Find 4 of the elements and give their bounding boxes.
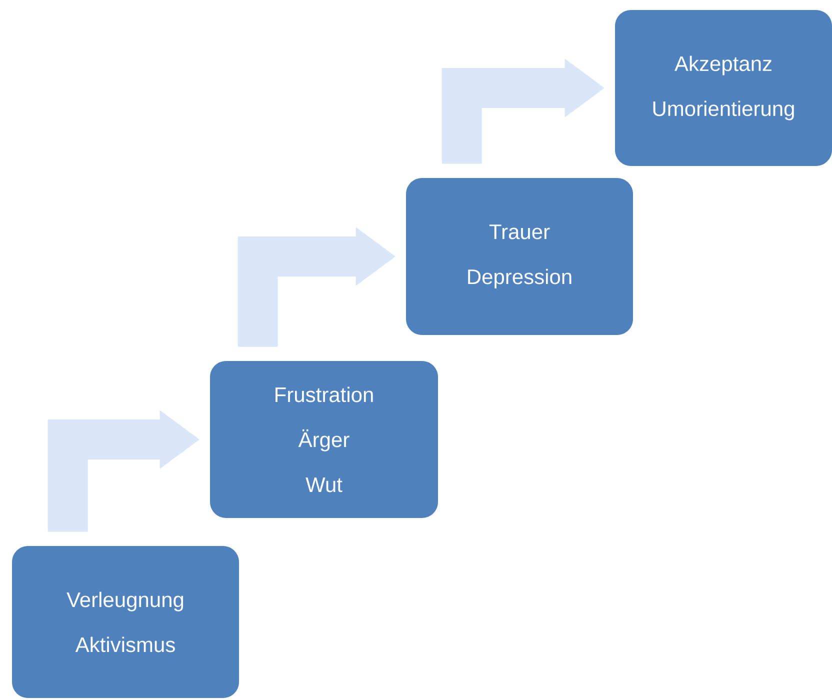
process-box: Akzeptanz Umorientierung: [615, 10, 832, 166]
process-box: Trauer Depression: [406, 178, 633, 335]
process-box: Frustration Ärger Wut: [210, 360, 438, 518]
process-box: Verleugnung Aktivismus: [12, 546, 239, 698]
